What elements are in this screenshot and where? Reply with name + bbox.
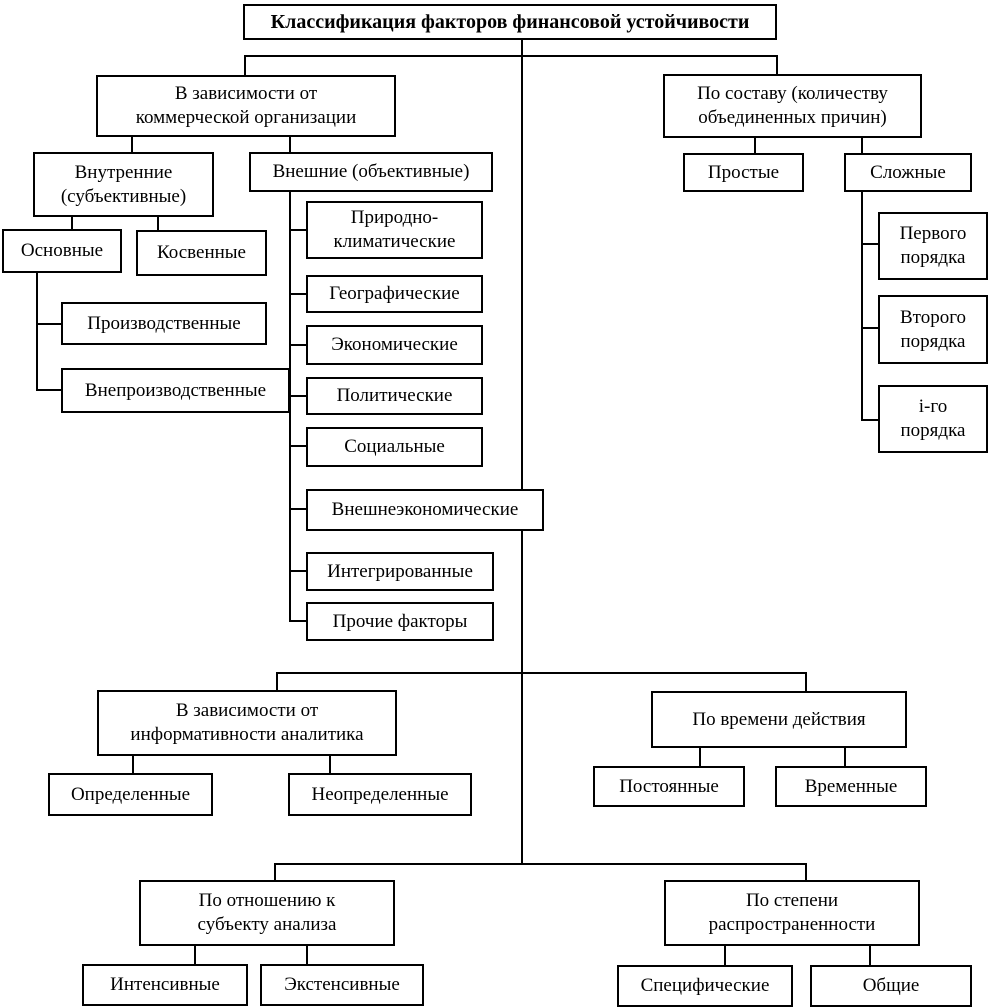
node-po-otnosheniyu: По отношению к субъекту анализа: [139, 880, 395, 946]
node-integrirovannye: Интегрированные: [306, 552, 494, 591]
node-neopredelennye: Неопределенные: [288, 773, 472, 816]
connector-drop-prostye: [754, 138, 756, 153]
node-pervogo-poryadka: Первого порядка: [878, 212, 988, 280]
connector-tick-proizvodstvennye: [36, 323, 61, 325]
node-vtorogo-poryadka: Второго порядка: [878, 295, 988, 364]
connector-drop-postoyannye: [699, 748, 701, 766]
node-intensivnye: Интенсивные: [82, 964, 248, 1006]
connector-drop-external: [289, 137, 291, 152]
connector-tick-igo: [861, 419, 878, 421]
connector-tick-prochie: [289, 620, 306, 622]
connector-h1: [244, 55, 778, 57]
connector-drop-osnovnye: [71, 217, 73, 229]
connector-drop-po-otnosheniyu: [274, 863, 276, 880]
connector-drop-dep-inform: [276, 672, 278, 690]
connector-tick-pervogo: [861, 243, 878, 245]
node-proizvodstvennye: Производственные: [61, 302, 267, 345]
node-obshchie: Общие: [810, 965, 972, 1007]
node-po-vremeni: По времени действия: [651, 691, 907, 748]
node-geograficheskie: Географические: [306, 275, 483, 313]
connector-tick-vneproizvodstvennye: [36, 389, 61, 391]
connector-drop-po-vremeni: [805, 672, 807, 691]
connector-spine-external: [289, 191, 291, 622]
node-ekonomicheskie: Экономические: [306, 325, 483, 365]
connector-tick-prirodno: [289, 229, 306, 231]
node-prochie-faktory: Прочие факторы: [306, 602, 494, 641]
connector-drop-kosvennye: [157, 217, 159, 230]
node-external: Внешние (объективные): [249, 152, 493, 192]
connector-tick-vtorogo: [861, 327, 878, 329]
node-vneproizvodstvennye: Внепроизводственные: [61, 368, 290, 413]
node-sotsialnye: Социальные: [306, 427, 483, 467]
connector-drop-po-sostavu: [776, 55, 778, 74]
connector-drop-intensivnye: [194, 946, 196, 964]
connector-drop-vremennye: [844, 748, 846, 766]
node-vneshneekonomicheskie: Внешнеэкономические: [306, 489, 544, 531]
node-prirodno-klimaticheskie: Природно- климатические: [306, 201, 483, 259]
connector-drop-slozhnye: [861, 138, 863, 153]
connector-main-spine: [521, 40, 523, 863]
connector-tick-integrirovannye: [289, 570, 306, 572]
connector-drop-obshchie: [869, 946, 871, 965]
connector-drop-opredelennye: [132, 756, 134, 774]
diagram-title: Классификация факторов финансовой устойч…: [243, 4, 777, 40]
node-igo-poryadka: i-го порядка: [878, 385, 988, 453]
node-po-sostavu: По составу (количеству объединенных прич…: [663, 74, 922, 138]
connector-drop-internal: [131, 137, 133, 152]
connector-drop-ekstensivnye: [306, 946, 308, 964]
connector-drop-po-stepeni: [805, 863, 807, 880]
connector-drop-spetsificheskie: [724, 946, 726, 965]
node-slozhnye: Сложные: [844, 153, 972, 192]
node-vremennye: Временные: [775, 766, 927, 807]
connector-spine-osnovnye: [36, 272, 38, 391]
node-prostye: Простые: [683, 153, 804, 192]
node-spetsificheskie: Специфические: [617, 965, 793, 1007]
node-internal: Внутренние (субъективные): [33, 152, 214, 217]
node-opredelennye: Определенные: [48, 773, 213, 816]
node-dep-org: В зависимости от коммерческой организаци…: [96, 75, 396, 137]
connector-tick-sotsialnye: [289, 445, 306, 447]
connector-h2: [276, 672, 807, 674]
node-kosvennye: Косвенные: [136, 230, 267, 276]
node-politicheskie: Политические: [306, 377, 483, 415]
connector-tick-vneshneekonomicheskie: [289, 508, 306, 510]
connector-spine-slozhnye: [861, 192, 863, 421]
connector-drop-dep-org: [244, 55, 246, 75]
node-ekstensivnye: Экстенсивные: [260, 964, 424, 1006]
connector-tick-politicheskie: [289, 395, 306, 397]
connector-tick-ekonomicheskie: [289, 344, 306, 346]
node-osnovnye: Основные: [2, 229, 122, 273]
connector-h3: [274, 863, 807, 865]
node-dep-inform: В зависимости от информативности аналити…: [97, 690, 397, 756]
connector-tick-geograficheskie: [289, 293, 306, 295]
node-po-stepeni: По степени распространенности: [664, 880, 920, 946]
connector-drop-neopredelennye: [329, 756, 331, 774]
node-postoyannye: Постоянные: [593, 766, 745, 807]
